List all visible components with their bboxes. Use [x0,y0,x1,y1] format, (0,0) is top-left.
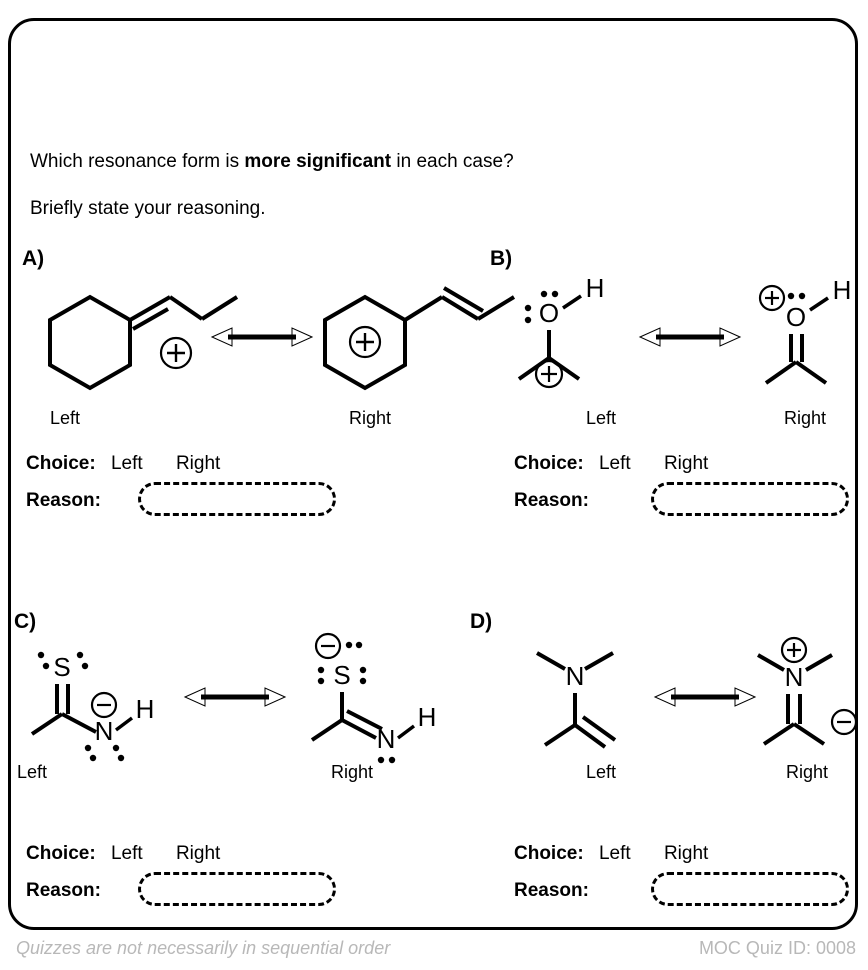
reason-row-d: Reason: [514,880,589,902]
atom-sulfur: S [333,660,350,690]
reason-row-b: Reason: [514,490,589,512]
resonance-arrow-a [210,327,314,347]
choice-label-c: Choice: [26,843,96,864]
atom-oxygen: O [786,302,806,332]
structure-c-left-label: Left [17,762,48,782]
reason-label-a: Reason: [26,490,101,511]
choice-label-a: Choice: [26,453,96,474]
quiz-card [8,18,858,930]
atom-hydrogen: H [586,273,605,303]
reason-label-d: Reason: [514,880,589,901]
prompt-subline: Briefly state your reasoning. [30,198,266,219]
structure-b-right-label: Right [784,408,827,428]
structure-c-left: S N H [30,651,155,762]
section-letter-d: D) [470,610,493,633]
reason-label-b: Reason: [514,490,589,511]
choice-option-left-b[interactable]: Left [598,453,631,474]
choice-option-right-c[interactable]: Right [175,843,221,864]
section-letter-b: B) [490,247,513,270]
atom-nitrogen: N [566,661,585,691]
structure-c-right: S N H [310,632,437,764]
structure-b-left: O H [517,273,604,389]
choice-row-a: Choice: Left Right [26,453,220,475]
atom-hydrogen: H [418,702,437,732]
atom-hydrogen: H [136,694,155,724]
structure-d-right-label: Right [786,762,829,782]
structure-a-right-label: Right [349,408,392,428]
choice-label-d: Choice: [514,843,584,864]
structure-d-left-label: Left [586,762,617,782]
choice-row-d: Choice: Left Right [514,843,708,865]
choice-option-right-d[interactable]: Right [663,843,709,864]
reason-input-d[interactable] [651,872,849,906]
atom-oxygen: O [539,298,559,328]
choice-option-right-b[interactable]: Right [663,453,709,474]
reason-label-c: Reason: [26,880,101,901]
structure-b-left-label: Left [586,408,617,428]
atom-sulfur: S [53,652,70,682]
section-letter-a: A) [22,247,45,270]
resonance-arrow-d [653,687,757,707]
choice-row-b: Choice: Left Right [514,453,708,475]
choice-label-b: Choice: [514,453,584,474]
structure-b-right: O H [758,275,851,385]
atom-nitrogen: N [377,724,396,754]
footer-quiz-id: MOC Quiz ID: 0008 [698,938,856,958]
choice-row-c: Choice: Left Right [26,843,220,865]
choice-option-left-a[interactable]: Left [110,453,143,474]
reason-input-b[interactable] [651,482,849,516]
structure-d-right: N [757,636,858,746]
section-letter-c: C) [14,610,37,633]
prompt-suffix: in each case? [391,151,514,172]
structure-c-right-label: Right [331,762,374,782]
structure-a-left-label: Left [50,408,81,428]
resonance-arrow-b [638,327,742,347]
reason-input-a[interactable] [138,482,336,516]
reason-row-a: Reason: [26,490,101,512]
prompt-prefix: Which resonance form is [30,151,245,172]
atom-hydrogen: H [833,275,852,305]
structure-a-left [48,294,239,391]
atom-nitrogen: N [95,716,114,746]
reason-input-c[interactable] [138,872,336,906]
choice-option-right-a[interactable]: Right [175,453,221,474]
atom-nitrogen: N [785,662,804,692]
footer-note: Quizzes are not necessarily in sequentia… [16,938,391,958]
reason-row-c: Reason: [26,880,101,902]
structure-d-left: N [536,651,617,749]
prompt-emphasis: more significant [244,151,392,172]
structure-a-right [323,286,516,391]
resonance-arrow-c [183,687,287,707]
choice-option-left-d[interactable]: Left [598,843,631,864]
page-title: Which resonance form is more significant… [30,152,514,171]
choice-option-left-c[interactable]: Left [110,843,143,864]
